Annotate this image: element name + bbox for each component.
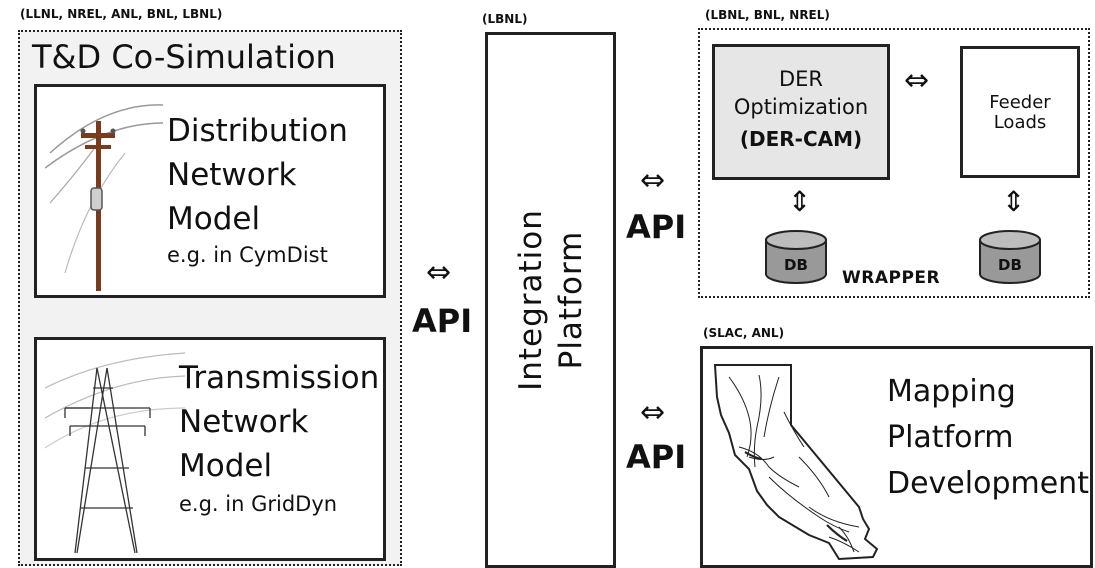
der-line-2: Optimization [733,95,869,119]
transmission-model-box: Transmission Network Model e.g. in GridD… [34,337,386,561]
feeder-database-icon: DB [978,230,1042,286]
mapping-platform-box: Mapping Platform Development [700,346,1093,568]
lower-right-api-label: API [626,438,687,476]
td-cosim-title: T&D Co-Simulation [32,38,336,76]
transmission-tower-icon [45,352,186,554]
der-line-3: (DER-CAM) [739,127,863,151]
transmission-label: Transmission Network Model e.g. in GridD… [179,356,379,516]
transmission-line-3: Model [179,448,273,484]
der-db-vertical-arrow-icon: ⇕ [788,185,812,218]
wrapper-labs-tag: (LBNL, BNL, NREL) [705,8,830,22]
distribution-label: Distribution Network Model e.g. in CymDi… [167,109,348,267]
der-optimization-box: DER Optimization (DER-CAM) [712,44,890,180]
distribution-line-1: Distribution [167,113,348,149]
transmission-line-2: Network [179,404,309,440]
upper-right-double-arrow-icon: ⇔ [640,163,666,198]
integration-platform-label: Integration Platform [511,100,591,500]
mapping-label: Mapping Platform Development [887,369,1089,507]
distribution-line-2: Network [167,157,297,193]
mapping-labs-tag: (SLAC, ANL) [703,326,785,340]
der-feeder-double-arrow-icon: ⇔ [904,63,930,98]
utility-pole-icon [45,104,164,291]
feeder-line-1: Feeder [989,92,1051,113]
transmission-example: e.g. in GridDyn [179,492,338,516]
distribution-example: e.g. in CymDist [167,243,328,267]
wrapper-group: DER Optimization (DER-CAM) ⇔ Feeder Load… [698,28,1090,298]
lower-right-double-arrow-icon: ⇔ [640,395,666,430]
der-database-icon: DB [764,230,828,286]
feeder-line-2: Loads [993,112,1047,133]
transmission-line-1: Transmission [179,360,380,396]
distribution-model-box: Distribution Network Model e.g. in CymDi… [34,84,386,298]
mapping-line-2: Platform [887,420,1014,455]
distribution-line-3: Model [167,201,261,237]
integration-line-1: Integration [512,209,549,391]
integration-labs-tag: (LBNL) [482,12,528,26]
integration-line-2: Platform [552,230,589,370]
integration-platform-box: Integration Platform [485,32,616,568]
td-cosim-group: T&D Co-Simulation Distribution Network M… [18,30,402,566]
feeder-db-label: DB [998,256,1022,274]
left-double-arrow-icon: ⇔ [426,255,452,290]
mapping-line-1: Mapping [887,374,1016,409]
feeder-loads-box: Feeder Loads [960,46,1080,178]
td-cosim-labs-tag: (LLNL, NREL, ANL, BNL, LBNL) [20,7,223,21]
left-api-label: API [412,302,473,340]
wrapper-label: WRAPPER [842,268,941,288]
california-map-icon [713,364,879,561]
der-line-1: DER [778,67,824,91]
mapping-line-3: Development [887,466,1089,501]
upper-right-api-label: API [626,208,687,246]
feeder-db-vertical-arrow-icon: ⇕ [1002,185,1026,218]
der-db-label: DB [784,256,808,274]
